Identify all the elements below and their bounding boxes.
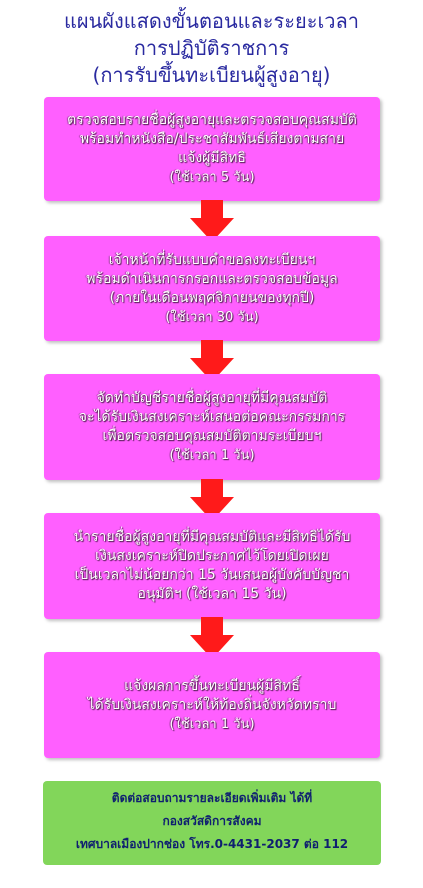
contact-line-2: กองสวัสดิการสังคม xyxy=(162,814,262,828)
step-1-time: (ใช้เวลา 5 วัน) xyxy=(169,170,255,185)
contact-info-box: ติดต่อสอบถามรายละเอียดเพิ่มเติม ได้ที่ ก… xyxy=(43,781,381,865)
title-line-3: (การรับขึ้นทะเบียนผู้สูงอายุ) xyxy=(92,63,331,87)
step-2-line-1: เจ้าหน้าที่รับแบบคำขอลงทะเบียนฯ xyxy=(108,251,316,268)
step-3-line-1: จัดทำบัญชีรายชื่อผู้สูงอายุที่มีคุณสมบัต… xyxy=(96,390,328,406)
step-4-line-2: เงินสงเคราะห์ปิดประกาศไว้โดยเปิดเผย xyxy=(95,548,329,564)
contact-line-1: ติดต่อสอบถามรายละเอียดเพิ่มเติม ได้ที่ xyxy=(111,791,313,805)
step-5-line-2: ได้รับเงินสงเคราะห์ให้ท้องถิ่นจังหวัดทรา… xyxy=(87,696,337,713)
step-5-box: แจ้งผลการขึ้นทะเบียนผู้มีสิทธิ์ ได้รับเง… xyxy=(44,652,380,758)
step-3-line-3: เพื่อตรวจสอบคุณสมบัติตามระเบียบฯ xyxy=(102,428,322,444)
step-3-box: จัดทำบัญชีรายชื่อผู้สูงอายุที่มีคุณสมบัต… xyxy=(44,374,380,480)
down-arrow-2 xyxy=(190,340,234,382)
step-3-time: (ใช้เวลา 1 วัน) xyxy=(169,448,255,463)
step-5-line-1: แจ้งผลการขึ้นทะเบียนผู้มีสิทธิ์ xyxy=(124,677,300,694)
step-1-line-3: แจ้งผู้มีสิทธิ xyxy=(178,150,246,166)
step-4-line-4: อนุมัติฯ (ใช้เวลา 15 วัน) xyxy=(137,586,287,602)
step-2-line-2: พร้อมดำเนินการกรอกและตรวจสอบข้อมูล xyxy=(86,270,338,287)
step-3-line-2: จะได้รับเงินสงเคราะห์เสนอต่อคณะกรรมการ xyxy=(78,409,346,425)
down-arrow-3 xyxy=(190,479,234,521)
step-1-line-2: พร้อมทำหนังสือ/ประชาสัมพันธ์เสียงตามสาย xyxy=(79,131,345,147)
title-line-1: แผนผังแสดงขั้นตอนและระยะเวลา xyxy=(63,9,360,33)
flowchart-title: แผนผังแสดงขั้นตอนและระยะเวลา การปฏิบัติร… xyxy=(0,8,423,89)
down-arrow-1 xyxy=(190,200,234,242)
step-2-box: เจ้าหน้าที่รับแบบคำขอลงทะเบียนฯ พร้อมดำเ… xyxy=(44,236,380,341)
step-2-line-3: (ภายในเดือนพฤศจิกายนของทุกปี) xyxy=(109,289,315,306)
step-5-time: (ใช้เวลา 1 วัน) xyxy=(169,716,255,732)
step-1-box: ตรวจสอบรายชื่อผู้สูงอายุและตรวจสอบคุณสมบ… xyxy=(44,97,380,201)
contact-line-3: เทศบาลเมืองปากช่อง โทร.0-4431-2037 ต่อ 1… xyxy=(75,837,349,851)
step-4-box: นำรายชื่อผู้สูงอายุที่มีคุณสมบัติและมีสิ… xyxy=(44,513,380,619)
step-1-line-1: ตรวจสอบรายชื่อผู้สูงอายุและตรวจสอบคุณสมบ… xyxy=(67,112,357,128)
step-4-line-3: เป็นเวลาไม่น้อยกว่า 15 วันเสนอผู้บังคับบ… xyxy=(74,567,350,583)
step-4-line-1: นำรายชื่อผู้สูงอายุที่มีคุณสมบัติและมีสิ… xyxy=(73,529,351,545)
down-arrow-4 xyxy=(190,617,234,659)
step-2-time: (ใช้เวลา 30 วัน) xyxy=(165,309,259,325)
title-line-2: การปฏิบัติราชการ xyxy=(133,36,290,60)
